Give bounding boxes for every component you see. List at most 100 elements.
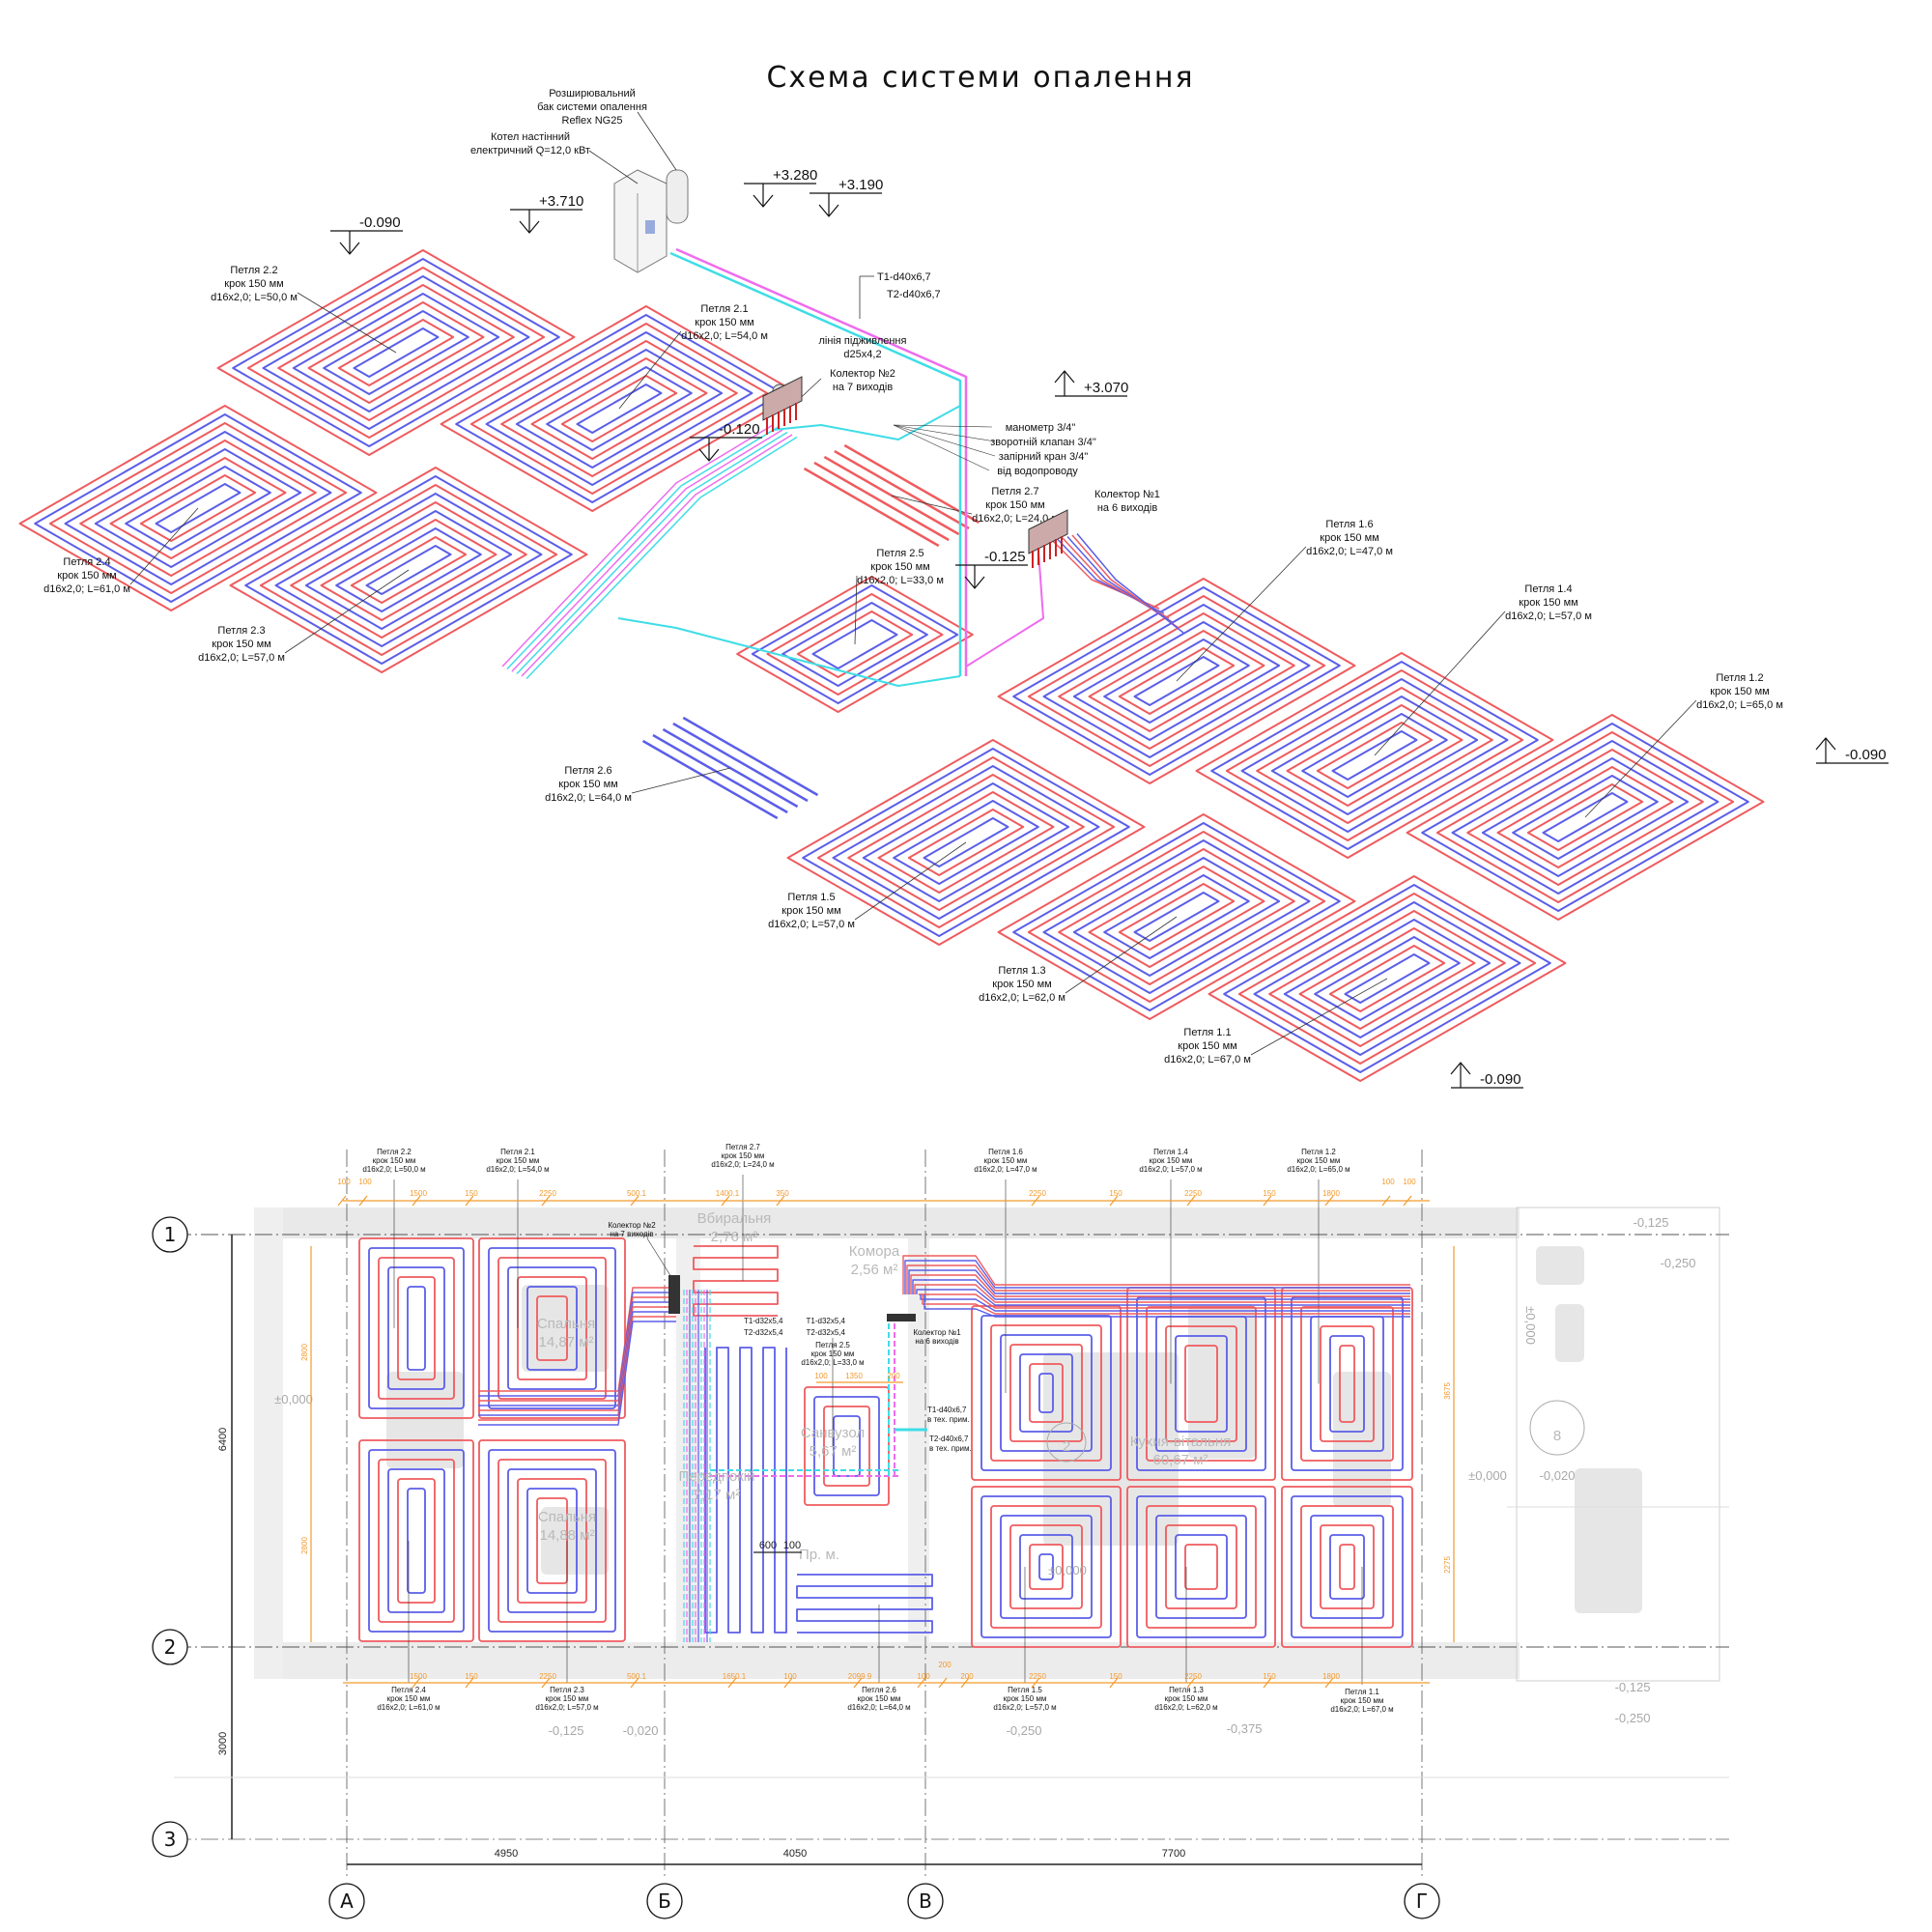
- plan-loop-label-name: Петля 1.5: [1008, 1686, 1042, 1694]
- top-dimension: 100: [337, 1178, 351, 1186]
- iso-collector-1: [1028, 509, 1068, 568]
- plan-collector-1-icon: [887, 1314, 916, 1321]
- iso-loop-label-name: Петля 2.5: [876, 548, 923, 559]
- iso-loop-label-step: крок 150 мм: [212, 639, 270, 650]
- level-value: -0.090: [1480, 1071, 1521, 1088]
- axis-dimension: 4050: [783, 1848, 807, 1860]
- plan-collector1-label: Колектор №1: [913, 1328, 961, 1337]
- iso-loop-label-step: крок 150 мм: [57, 570, 116, 582]
- top-dimension: 100: [1403, 1178, 1416, 1186]
- iso-loop-label-name: Петля 2.1: [700, 303, 748, 315]
- top-dimension: 350: [776, 1189, 789, 1198]
- inner-dimension: 600: [759, 1540, 777, 1551]
- iso-loop-label-spec: d16x2,0; L=57,0 м: [768, 919, 855, 930]
- inner-dimension: 2800: [300, 1537, 309, 1554]
- boiler-label-line: електричний Q=12,0 кВт: [470, 145, 590, 156]
- iso-loop-label-name: Петля 2.2: [230, 265, 277, 276]
- bottom-dimension: 150: [465, 1672, 478, 1681]
- grid-axis-col-label: А: [340, 1889, 354, 1913]
- plan-loop-label-spec: d16x2,0; L=24,0 м: [711, 1160, 774, 1169]
- plan-loop-label-step: крок 150 мм: [546, 1694, 589, 1703]
- room-number-circle: [1529, 1400, 1585, 1456]
- iso-collector1-label: на 6 виходів: [1097, 502, 1158, 514]
- iso-loop-label-step: крок 150 мм: [781, 905, 840, 917]
- plan-loop-label-step: крок 150 мм: [387, 1694, 431, 1703]
- bottom-dimension: 100: [783, 1672, 797, 1681]
- iso-loop-label-spec: d16x2,0; L=50,0 м: [211, 292, 298, 303]
- level-mark: -0.125: [955, 549, 1028, 589]
- tank-label-line: бак системи опалення: [537, 101, 647, 113]
- plan-t2-label: T2-d32x5,4: [807, 1328, 846, 1337]
- inner-dimension: 2275: [1443, 1556, 1452, 1574]
- plan-loop-label-name: Петля 1.3: [1169, 1686, 1204, 1694]
- plan-loop-label-step: крок 150 мм: [373, 1156, 416, 1165]
- room-area: 60,67 м²: [1152, 1452, 1208, 1468]
- tank-label-line: Розширювальний: [549, 88, 636, 99]
- axis-dimension: 7700: [1162, 1848, 1185, 1860]
- plan-loop-label-spec: d16x2,0; L=33,0 м: [801, 1358, 864, 1367]
- iso-collector1-label: Колектор №1: [1094, 489, 1160, 500]
- axis-dimension: 6400: [217, 1428, 229, 1451]
- bottom-dimension: 2250: [1029, 1672, 1046, 1681]
- level-mark: -0.090: [330, 214, 403, 255]
- inner-dimension: 2800: [300, 1344, 309, 1361]
- plan-loop-label-spec: d16x2,0; L=50,0 м: [362, 1165, 425, 1174]
- grid-axis-row-label: 1: [164, 1223, 177, 1246]
- plan-loop-label-spec: d16x2,0; L=57,0 м: [993, 1703, 1056, 1712]
- iso-loop-label-spec: d16x2,0; L=61,0 м: [43, 583, 130, 595]
- iso-loop-label-spec: d16x2,0; L=67,0 м: [1164, 1054, 1251, 1065]
- plan-loop-label-name: Петля 2.4: [391, 1686, 426, 1694]
- grid-axis-col-bubble: [1404, 1883, 1440, 1919]
- plan-level-value: -0,375: [1227, 1721, 1263, 1736]
- grid-axis-row-bubble: [152, 1629, 188, 1665]
- iso-loop-Петля-2-7: Петля 2.7 крок 150 мм d16x2,0; L=24,0 м: [803, 443, 1059, 548]
- level-value: +3.190: [838, 177, 883, 193]
- iso-loop-label-name: Петля 2.7: [991, 486, 1038, 497]
- iso-loop-label-spec: d16x2,0; L=24,0 м: [972, 513, 1059, 525]
- plan-pipes: [478, 1255, 1410, 1642]
- level-value: +3.280: [773, 167, 817, 184]
- iso-loop-label-name: Петля 2.3: [217, 625, 265, 637]
- iso-collector2-label: на 7 виходів: [833, 382, 894, 393]
- iso-loop-label-name: Петля 2.6: [564, 765, 611, 777]
- plan-loop-2-6-vertical: [704, 1347, 787, 1634]
- iso-boiler: [613, 169, 689, 273]
- plan-loop-label-step: крок 150 мм: [1150, 1156, 1193, 1165]
- grid-axis-row-bubble: [152, 1821, 188, 1858]
- iso-loop-label-spec: d16x2,0; L=57,0 м: [1505, 611, 1592, 622]
- room-name: Спальня: [537, 1316, 595, 1332]
- room-number-circle: [1046, 1422, 1087, 1463]
- grid-axis-col-bubble: [328, 1883, 365, 1919]
- level-mark: -0.090: [1450, 1062, 1523, 1089]
- iso-loop-label-step: крок 150 мм: [1178, 1040, 1236, 1052]
- level-value: -0.125: [984, 549, 1026, 565]
- room-area: 7,17 м²: [694, 1487, 741, 1503]
- top-dimension: 100: [1381, 1178, 1395, 1186]
- plan-loop-label-spec: d16x2,0; L=57,0 м: [1139, 1165, 1202, 1174]
- inner-dimension: 100: [783, 1540, 801, 1551]
- level-value: +3.710: [539, 193, 583, 210]
- iso-loop-label-step: крок 150 мм: [1519, 597, 1577, 609]
- iso-loop-label-spec: d16x2,0; L=62,0 м: [979, 992, 1065, 1004]
- iso-loop-label-step: крок 150 мм: [985, 499, 1044, 511]
- bottom-dimension: 200: [938, 1661, 952, 1669]
- plan-loop-label-spec: d16x2,0; L=62,0 м: [1154, 1703, 1217, 1712]
- fitting-label: зворотній клапан 3/4": [990, 437, 1096, 448]
- room-area: 2,76 м²: [711, 1229, 758, 1245]
- fitting-label: запірний кран 3/4": [999, 451, 1089, 463]
- room-name: Вбиральня: [697, 1210, 772, 1227]
- plan-loop-label-name: Петля 2.7: [725, 1143, 760, 1151]
- plan-loop-label-name: Петля 1.1: [1345, 1688, 1379, 1696]
